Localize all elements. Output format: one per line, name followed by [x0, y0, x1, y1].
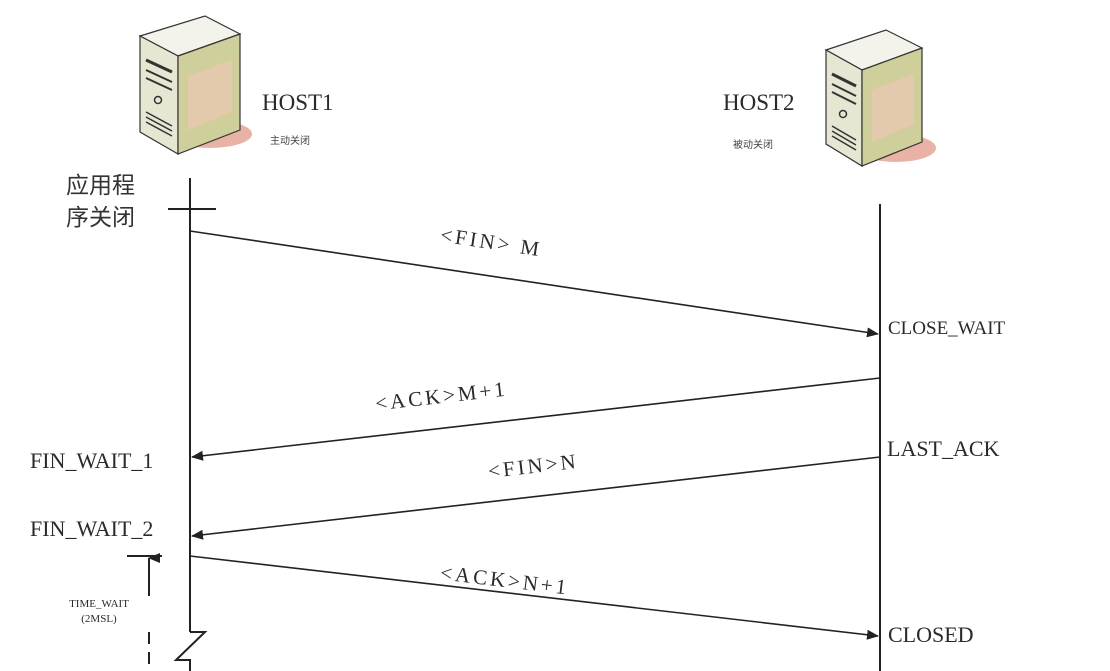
timeline-break — [173, 631, 208, 671]
state-close-wait: CLOSE_WAIT — [888, 318, 1006, 339]
state-fin-wait-1: FIN_WAIT_1 — [30, 448, 154, 473]
app-close-line1: 应用程 — [66, 173, 135, 199]
ack-m1-arrow — [191, 377, 881, 461]
ack-n1-arrow — [189, 555, 879, 640]
server-icon — [824, 29, 936, 168]
time-wait-text: TIME_WAIT — [69, 598, 129, 610]
time-wait-label: TIME_WAIT (2MSL) — [56, 597, 142, 627]
host2-role: 被动关闭 — [733, 140, 773, 151]
state-closed: CLOSED — [888, 622, 974, 647]
host1-name: HOST1 — [262, 90, 334, 115]
host2-name: HOST2 — [723, 90, 795, 115]
host1-role: 主动关闭 — [270, 136, 310, 147]
time-wait-duration: (2MSL) — [81, 613, 117, 625]
state-last-ack: LAST_ACK — [887, 436, 1000, 461]
fin-n-arrow — [191, 456, 881, 540]
state-fin-wait-2: FIN_WAIT_2 — [30, 516, 154, 541]
fin-m-arrow — [189, 230, 879, 338]
app-close-line2: 序关闭 — [66, 205, 135, 231]
server-icon — [138, 15, 252, 156]
app-close-label: 应用程 序关闭 — [66, 170, 135, 234]
